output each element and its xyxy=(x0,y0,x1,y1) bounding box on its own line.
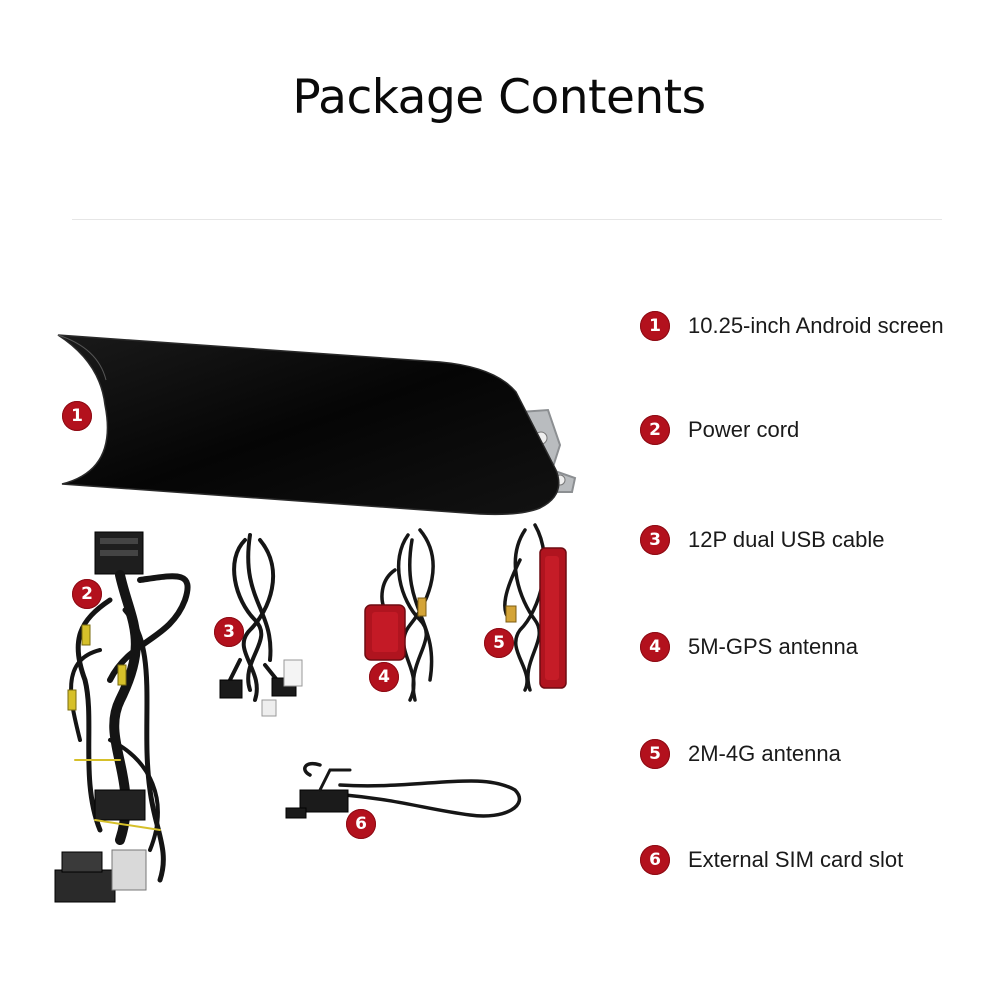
legend-badge: 1 xyxy=(640,311,670,341)
divider xyxy=(72,219,942,220)
photo-badge-3: 3 xyxy=(214,617,244,647)
legend-label: 10.25-inch Android screen xyxy=(688,313,944,338)
photo-badge-1: 1 xyxy=(62,401,92,431)
photo-badge-2: 2 xyxy=(72,579,102,609)
legend-item-3: 3 12P dual USB cable xyxy=(640,525,885,555)
legend-item-2: 2 Power cord xyxy=(640,415,799,445)
legend-label: 5M-GPS antenna xyxy=(688,634,858,659)
sim-slot-cable-image xyxy=(285,762,522,819)
legend-badge: 4 xyxy=(640,632,670,662)
power-cord-image xyxy=(54,531,191,903)
legend-label: Power cord xyxy=(688,417,800,442)
legend-item-5: 5 2M-4G antenna xyxy=(640,739,841,769)
legend-item-6: 6 External SIM card slot xyxy=(640,845,903,875)
legend-badge: 3 xyxy=(640,525,670,555)
photo-badge-6: 6 xyxy=(346,809,376,839)
photo-badge-4: 4 xyxy=(369,662,399,692)
legend-item-4: 4 5M-GPS antenna xyxy=(640,632,858,662)
legend-badge: 6 xyxy=(640,845,670,875)
gps-antenna-image xyxy=(364,528,435,702)
legend-badge: 5 xyxy=(640,739,670,769)
legend-label: External SIM card slot xyxy=(688,847,904,872)
4g-antenna-image xyxy=(503,523,567,692)
page-title: Package Contents xyxy=(292,70,706,125)
legend-label: 12P dual USB cable xyxy=(688,527,885,552)
usb-cable-image xyxy=(219,533,303,717)
photo-badge-5: 5 xyxy=(484,628,514,658)
legend-badge: 2 xyxy=(640,415,670,445)
legend-label: 2M-4G antenna xyxy=(688,741,841,766)
legend-item-1: 1 10.25-inch Android screen xyxy=(640,311,944,341)
android-screen-image xyxy=(57,334,577,516)
